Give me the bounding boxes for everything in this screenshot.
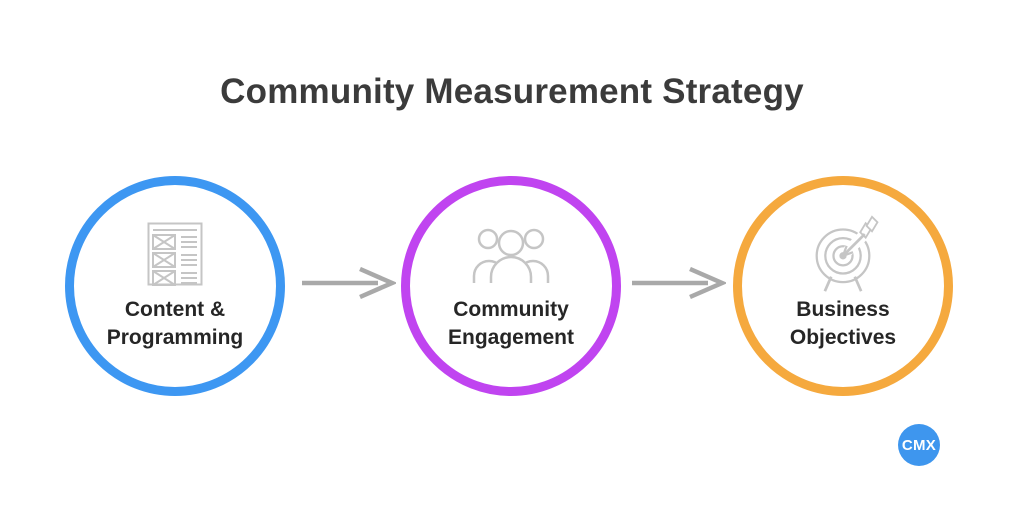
target-arrow-icon: [799, 214, 887, 292]
step-label-line2: Engagement: [447, 325, 575, 349]
step-label-line1: Community: [453, 297, 569, 321]
step-circle-community-engagement: Community Engagement: [401, 176, 621, 396]
step-label: Content & Programming: [107, 296, 244, 352]
arrow-right-icon: [300, 267, 396, 303]
people-group-icon: [469, 221, 553, 287]
step-label-line2: Objectives: [789, 325, 897, 349]
step-label-line2: Programming: [106, 325, 244, 349]
content-list-icon: [147, 221, 203, 287]
step-label-line1: Business: [796, 297, 890, 321]
page-title: Community Measurement Strategy: [220, 72, 804, 111]
step-label: Business Objectives: [790, 296, 896, 352]
cmx-logo: CMX: [898, 424, 940, 466]
step-circle-business-objectives: Business Objectives: [733, 176, 953, 396]
cmx-logo-text: CMX: [901, 436, 937, 454]
arrow-right-icon: [630, 267, 726, 303]
step-label-line1: Content &: [124, 297, 226, 321]
step-label: Community Engagement: [448, 296, 574, 352]
step-circle-content-programming: Content & Programming: [65, 176, 285, 396]
